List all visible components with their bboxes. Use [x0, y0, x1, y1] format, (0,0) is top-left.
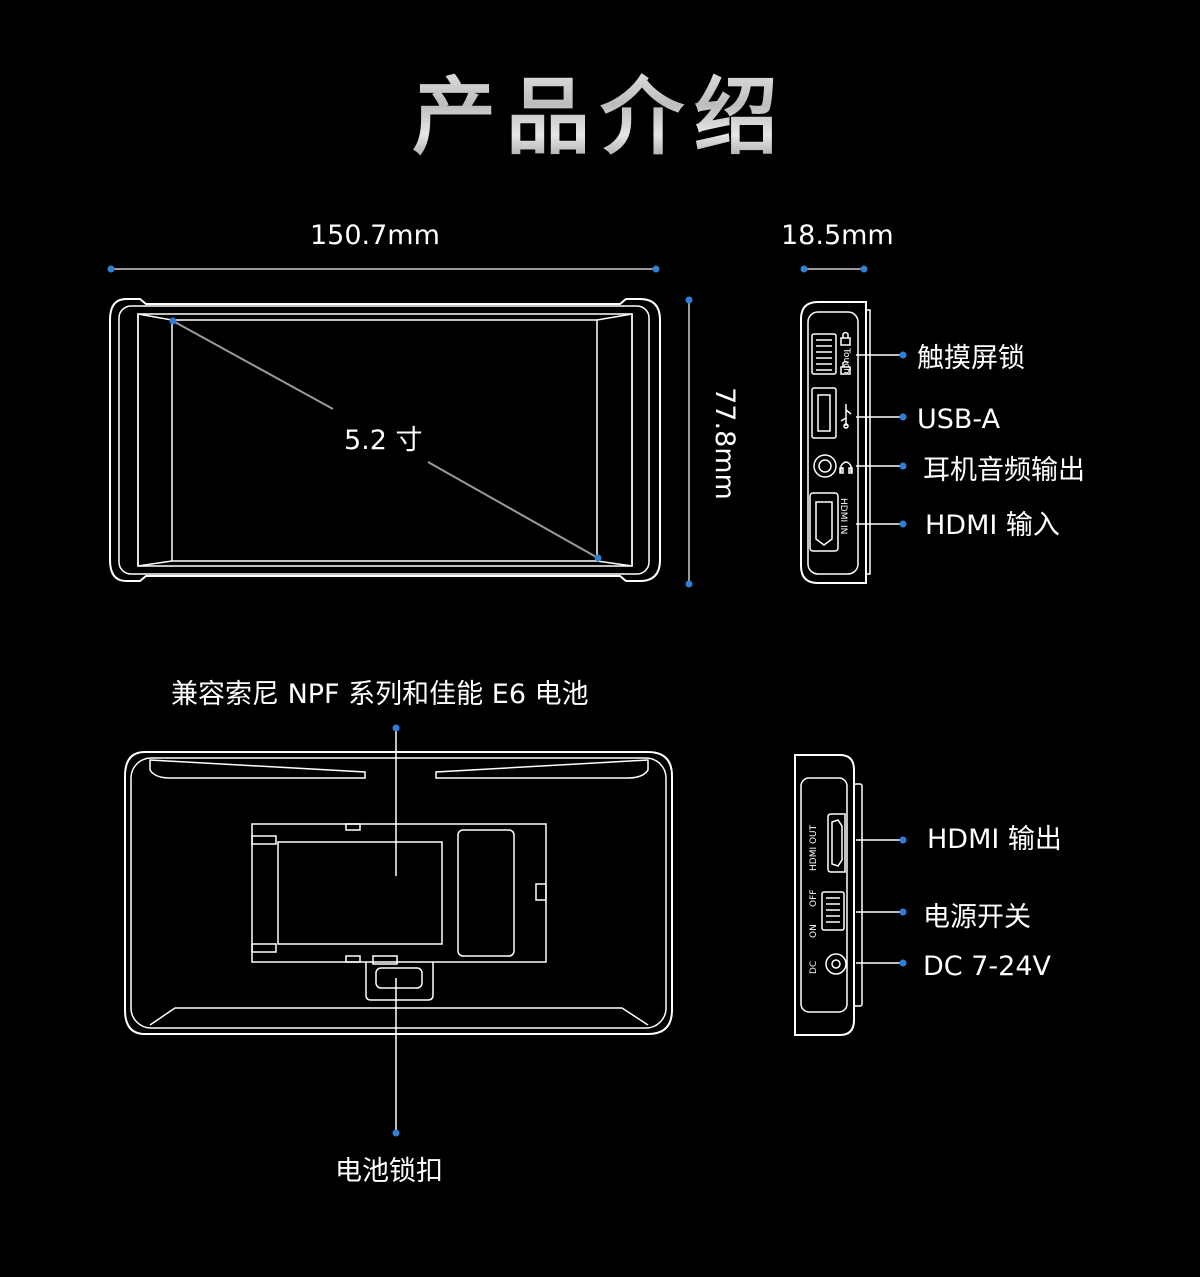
- leader-dot: [899, 462, 907, 470]
- left-side-panel: [800, 777, 848, 1013]
- usb-a-port: [811, 387, 837, 439]
- diagonal-line: [427, 461, 599, 559]
- battery-lock-label: 电池锁扣: [335, 1156, 443, 1187]
- dimension-dot: [685, 580, 693, 588]
- battery-lock-tab: [372, 955, 398, 965]
- usb-a-label: USB-A: [917, 404, 1001, 435]
- headphone-label: 耳机音频输出: [923, 455, 1085, 486]
- battery-notch: [345, 955, 361, 963]
- battery-plate: [251, 823, 547, 963]
- headphone-jack-inner: [818, 459, 832, 473]
- power-switch: [821, 891, 845, 931]
- hdmi-in-marking: HDMI IN: [838, 498, 848, 534]
- leader-dot: [899, 351, 907, 359]
- leader-dot: [392, 724, 400, 732]
- left-side-edge: [853, 783, 863, 1007]
- switch-ridges: [816, 339, 832, 371]
- front-view: [107, 265, 693, 588]
- leader-dot: [899, 836, 907, 844]
- battery-label-area: [277, 841, 443, 945]
- battery-notch: [345, 823, 361, 831]
- side-panel-outline: [807, 311, 859, 575]
- depth-label: 18.5mm: [781, 220, 894, 251]
- monitor-body-outline: [109, 298, 661, 582]
- touch-lock-label: 触摸屏锁: [917, 343, 1025, 374]
- usb-icon: [840, 404, 852, 429]
- power-switch-ridges: [826, 897, 840, 923]
- back-body-outline: [124, 751, 673, 1035]
- usb-a-tongue: [817, 394, 831, 432]
- dimension-dot: [685, 296, 693, 304]
- screen-size-label: 5.2 寸: [344, 425, 423, 456]
- dimension-dot: [652, 265, 660, 273]
- top-groove-left: [149, 759, 366, 779]
- unlock-icon: [840, 360, 851, 375]
- diagonal-line: [172, 320, 334, 410]
- leader-dot: [899, 413, 907, 421]
- touch-lock-switch: [811, 333, 837, 375]
- bezel-outline: [118, 305, 650, 575]
- hdmi-out-port: [827, 813, 846, 873]
- screen-bevel-left: [137, 313, 173, 567]
- bottom-groove: [149, 1007, 649, 1026]
- battery-tab: [535, 883, 547, 901]
- side-body-outline: [800, 301, 867, 584]
- on-marking: ON: [809, 924, 819, 938]
- leader-dot: [392, 1129, 400, 1137]
- hdmi-in-label: HDMI 输入: [925, 510, 1060, 541]
- dc-jack: [825, 953, 847, 975]
- left-side-view: HDMI OUT OFF ON DC: [794, 754, 907, 1036]
- height-label: 77.8mm: [708, 387, 740, 500]
- hdmi-out-connector: [831, 819, 843, 867]
- hdmi-out-label: HDMI 输出: [927, 824, 1062, 855]
- back-inner-outline: [130, 757, 667, 1029]
- off-marking: OFF: [809, 890, 819, 907]
- hdmi-in-port: [809, 492, 839, 552]
- dc-jack-inner: [831, 959, 841, 969]
- side-edge: [865, 309, 871, 575]
- screen-bevel-right: [596, 313, 633, 567]
- power-switch-label: 电源开关: [923, 902, 1031, 933]
- dimension-dot: [107, 265, 115, 273]
- battery-rail: [251, 835, 277, 845]
- battery-compat-label: 兼容索尼 NPF 系列和佳能 E6 电池: [171, 679, 589, 710]
- dc-label: DC 7-24V: [923, 951, 1051, 982]
- headphone-jack: [813, 454, 837, 478]
- touch-marking: Touch: [841, 347, 851, 374]
- lock-icon: [840, 331, 851, 346]
- hdmi-in-connector: [815, 501, 833, 546]
- leader-dot: [899, 908, 907, 916]
- headphone-icon: [839, 461, 853, 474]
- page-title: 产品介绍: [0, 50, 1200, 171]
- battery-lock-button: [375, 967, 423, 989]
- diagonal-dot: [169, 317, 177, 325]
- right-side-view: Touch HDMI IN: [800, 265, 907, 584]
- width-label: 150.7mm: [310, 220, 440, 251]
- leader-dot: [899, 520, 907, 528]
- dimension-dot: [860, 265, 868, 273]
- back-view: [124, 724, 673, 1137]
- battery-rail: [251, 943, 277, 953]
- battery-lock-frame: [365, 962, 434, 1001]
- leader-dot: [899, 959, 907, 967]
- left-side-body-outline: [794, 754, 855, 1036]
- battery-contact-area: [457, 829, 515, 957]
- dimension-dot: [800, 265, 808, 273]
- hdmi-out-marking: HDMI OUT: [809, 824, 819, 871]
- diagonal-dot: [594, 554, 602, 562]
- top-groove-right: [435, 759, 649, 779]
- dc-marking: DC: [809, 961, 819, 974]
